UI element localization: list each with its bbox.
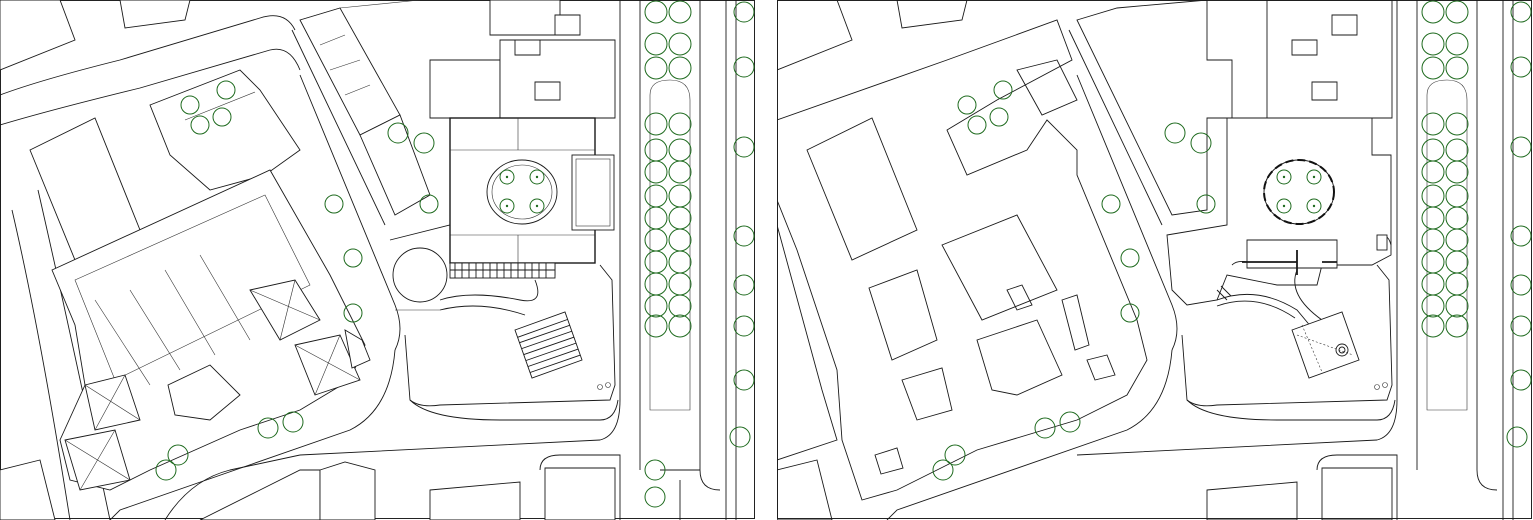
site-plan-figure-ground [777,0,1533,520]
street-tree [668,228,692,252]
street-tree [644,250,668,274]
panel-frame [777,0,1532,519]
street-tree [1421,184,1445,208]
street-tree [1421,160,1445,184]
buildings-north-row [299,0,616,216]
street-tree [1445,314,1469,338]
street-tree [644,138,668,162]
street-tree [1445,294,1469,318]
trees [932,1,1532,481]
street-tree [1445,56,1469,80]
street-tree [1421,112,1445,136]
street-tree [668,56,692,80]
tree-rows [644,0,692,338]
street-tree [644,272,668,296]
site-plan-outline [0,0,756,520]
street-tree [644,184,668,208]
street-tree [1421,56,1445,80]
street-tree [644,112,668,136]
street-tree [1421,294,1445,318]
street-tree [668,0,692,24]
street-tree [668,184,692,208]
palace-block [51,169,371,491]
street-tree [1445,206,1469,230]
street-tree [668,138,692,162]
trees [155,1,755,508]
street-tree [644,206,668,230]
street-tree [668,314,692,338]
street-network [777,0,1514,520]
street-tree [1445,272,1469,296]
street-tree [1445,0,1469,24]
tree-rows [1421,0,1469,338]
street-tree [644,294,668,318]
site-plan-outline-svg [0,0,755,520]
built-mass [777,0,1393,520]
street-tree [668,206,692,230]
street-tree [668,112,692,136]
street-tree [1445,184,1469,208]
buildings-northwest [0,0,421,261]
street-tree [1445,138,1469,162]
street-tree [644,32,668,56]
street-tree [1445,228,1469,252]
street-tree [1421,32,1445,56]
street-tree [1421,0,1445,24]
street-tree [1421,272,1445,296]
street-tree [1445,112,1469,136]
street-tree [644,56,668,80]
street-tree [644,160,668,184]
street-tree [644,0,668,24]
site-plan-figure-ground-svg [777,0,1532,520]
street-tree [1445,32,1469,56]
street-tree [668,294,692,318]
project-building [389,117,616,407]
street-tree [1445,160,1469,184]
panel-frame [0,0,755,519]
street-tree [668,272,692,296]
street-tree [644,228,668,252]
buildings-south [0,459,616,520]
street-tree [644,314,668,338]
street-tree [1421,206,1445,230]
street-tree [668,160,692,184]
street-tree [668,32,692,56]
street-tree [1421,228,1445,252]
street-tree [668,250,692,274]
street-tree [1421,314,1445,338]
street-tree [1421,250,1445,274]
street-tree [1445,250,1469,274]
street-tree [1421,138,1445,162]
